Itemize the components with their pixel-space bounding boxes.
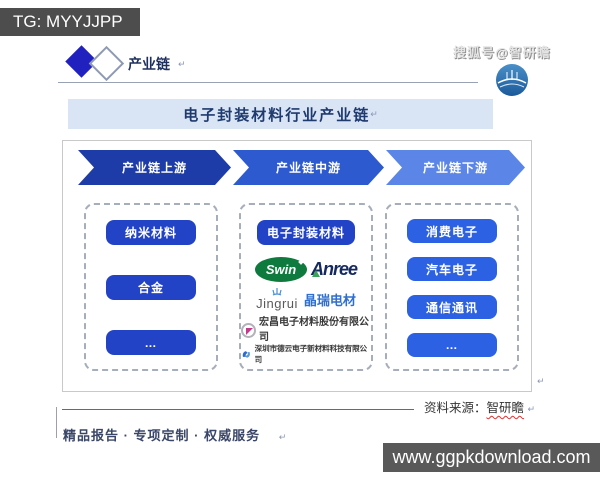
anree-logo-text: Anree [310,258,358,279]
upstream-header-arrow: 产业链上游 [78,150,231,185]
anree-accent-icon [311,269,320,277]
brand-label: 产业链 [128,56,170,72]
sohu-watermark: 搜狐号@智研瞻 [453,45,551,60]
sparkle-icon [298,258,304,265]
deyun-logo-icon [242,350,250,358]
chain-item-automotive-electronics: 汽车电子 [407,257,497,281]
downstream-header-arrow: 产业链下游 [386,150,525,185]
chain-item-consumer-electronics: 消费电子 [407,219,497,243]
industry-chain-diagram: 产业链上游 产业链中游 产业链下游 纳米材料 合金 … 电子封装材料 Swin … [62,140,532,392]
tg-watermark-banner: TG: MYYJJPP [0,8,140,36]
chain-item-nano-materials: 纳米材料 [106,220,196,245]
crown-icon [272,288,282,296]
source-underline [62,409,414,410]
source-label: 资料来源： [424,401,487,415]
swin-logo-text: Swin [265,261,297,277]
upstream-column: 纳米材料 合金 … [84,203,218,371]
midstream-header-arrow: 产业链中游 [233,150,384,185]
chain-item-alloy: 合金 [106,275,196,300]
return-mark: ↵ [527,404,536,414]
downstream-column: 消费电子 汽车电子 通信通讯 … [385,203,519,371]
jingrui-logo-row: Jingrui 晶瑞电材 [241,282,371,310]
diamond-outline-icon [88,45,125,82]
hongchang-company-name: 宏昌电子材料股份有限公司 [259,317,369,343]
hongchang-logo-icon [241,322,256,338]
diagram-title: 电子封装材料行业产业链 [183,106,371,124]
chain-item-communications: 通信通讯 [407,295,497,319]
return-mark: ↵ [370,108,378,119]
return-mark: ↵ [537,376,545,386]
company-logos-row: Swin Anree [241,254,371,284]
footer-tagline: 精品报告 · 专项定制 · 权威服务 ↵ [63,425,287,444]
jingrui-logo: Jingrui [256,287,298,310]
return-mark: ↵ [278,432,288,442]
midstream-column: 电子封装材料 Swin Anree Jingrui 晶瑞电材 宏昌电 [239,203,373,371]
source-name: 智研瞻 [486,401,525,415]
hongchang-subtext-line [269,345,361,347]
chain-item-ellipsis: … [106,330,196,355]
footer-tagline-text: 精品报告 · 专项定制 · 权威服务 [63,428,261,443]
jingrui-cn-name: 晶瑞电材 [303,293,356,308]
zhiyanzhan-logo-icon [494,62,530,98]
source-citation: 资料来源：智研瞻 ↵ [424,397,535,416]
brand-logo: 产业链 ↵ [65,44,266,82]
deyun-logo-row: 深圳市德云电子新材料科技有限公司 [241,344,371,364]
download-watermark-banner: www.ggpkdownload.com [383,443,600,472]
swin-logo: Swin [254,256,307,282]
jingrui-logo-text: Jingrui [256,296,298,311]
deyun-company-name: 深圳市德云电子新材料科技有限公司 [254,344,368,364]
chain-item-packaging-materials: 电子封装材料 [257,220,355,245]
anree-logo: Anree [310,258,358,280]
header-divider [58,82,478,83]
chain-item-ellipsis: … [407,333,497,357]
diagram-title-bar: 电子封装材料行业产业链 ↵ [68,99,493,129]
hongchang-logo-row: 宏昌电子材料股份有限公司 [241,317,371,347]
return-mark: ↵ [178,59,186,69]
footer-divider [56,407,57,438]
